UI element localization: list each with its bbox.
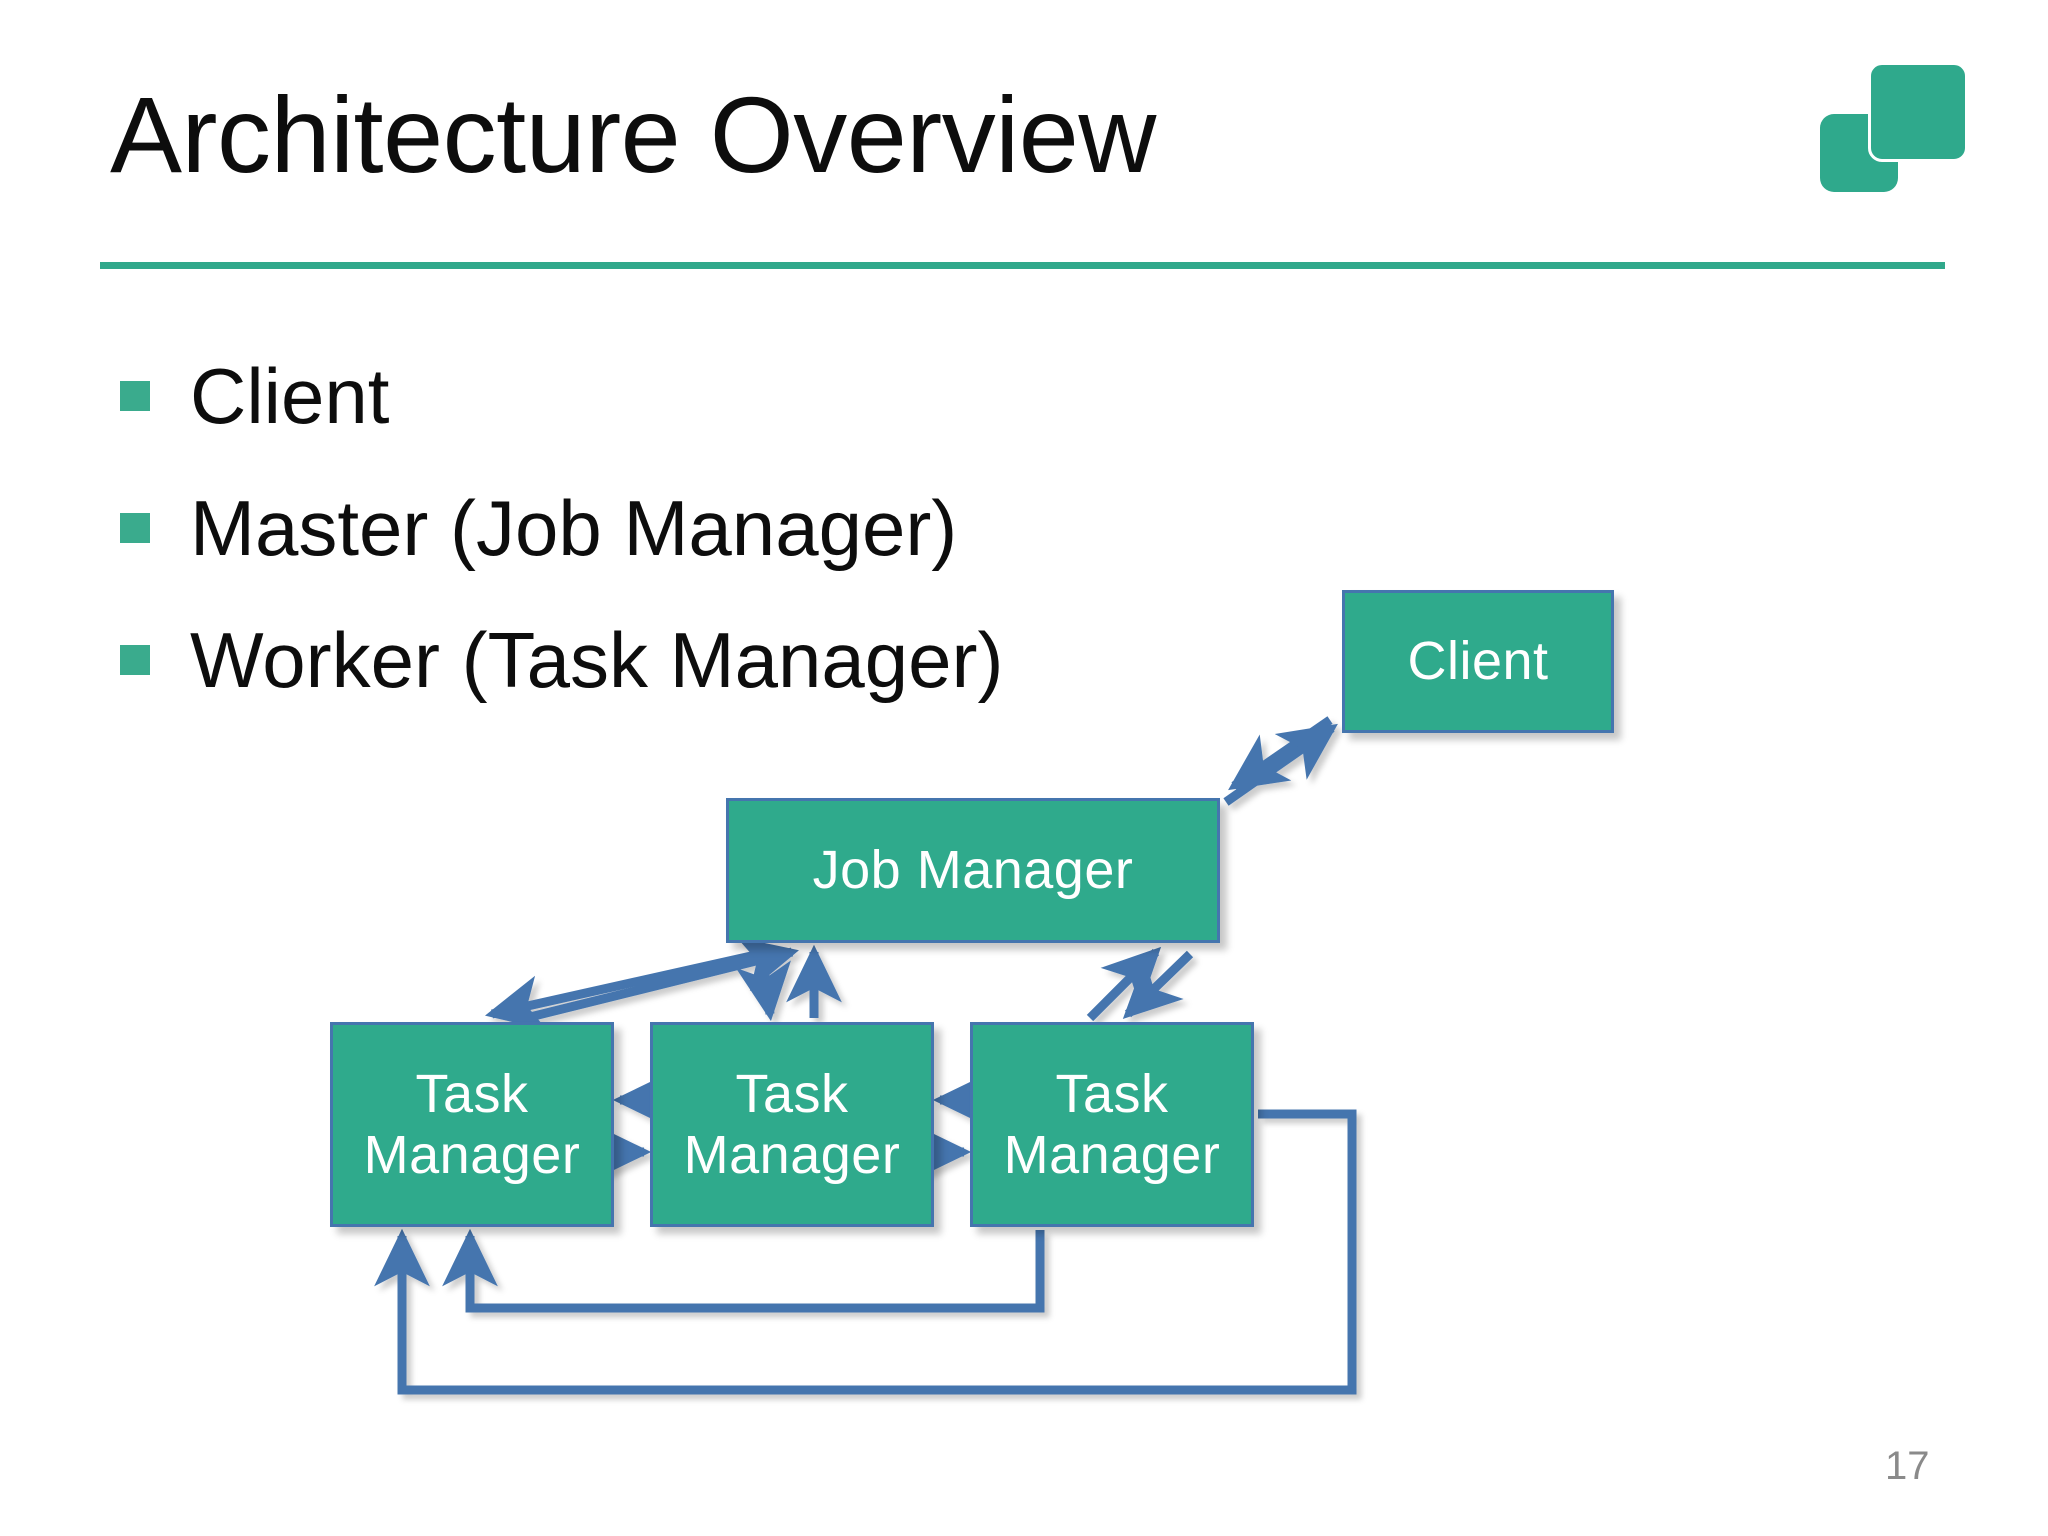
edge-tm2-to-tm1-feedback [442, 1228, 1045, 1313]
two-squares-logo-icon [1820, 62, 1990, 192]
bullet-label-worker: Worker (Task Manager) [190, 616, 1004, 704]
task-manager-line2: Manager [683, 1124, 901, 1185]
task-manager-line1: Task [735, 1064, 849, 1125]
edge-jobmanager-to-client [1223, 723, 1338, 806]
title-divider [100, 262, 1945, 269]
edge-client-to-jobmanager [1228, 716, 1333, 791]
task-manager-line2: Manager [1003, 1124, 1221, 1185]
list-item: Master (Job Manager) [120, 462, 1220, 594]
list-item: Client [120, 330, 1220, 462]
logo-square-front [1868, 62, 1968, 162]
diagram-edges [374, 716, 1357, 1395]
bullet-label-master: Master (Job Manager) [190, 484, 958, 572]
diagram-node-job-manager[interactable]: Job Manager [726, 798, 1220, 943]
task-manager-line1: Task [415, 1064, 529, 1125]
bullet-square-icon [120, 381, 150, 411]
bullet-label-client: Client [190, 352, 390, 440]
task-manager-line1: Task [1055, 1064, 1169, 1125]
edge-jobmanager-to-tm1 [484, 949, 761, 1031]
diagram-node-task-manager-2[interactable]: Task Manager [650, 1022, 934, 1227]
page-title: Architecture Overview [110, 74, 1156, 195]
diagram-node-client[interactable]: Client [1342, 590, 1614, 733]
architecture-diagram: Client Job Manager Task Manager Task Man… [330, 590, 1650, 1420]
edge-tm3-to-jobmanager [1086, 946, 1162, 1022]
task-manager-line2: Manager [363, 1124, 581, 1185]
diagram-node-task-manager-3[interactable]: Task Manager [970, 1022, 1254, 1227]
edge-tm3-to-tm1-feedback [374, 1109, 1357, 1395]
bullet-square-icon [120, 513, 150, 543]
edge-jobmanager-to-tm2 [735, 953, 791, 1022]
edge-jobmanager-to-tm3 [1122, 950, 1194, 1020]
list-item: Worker (Task Manager) [120, 594, 1220, 726]
diagram-node-task-manager-1[interactable]: Task Manager [330, 1022, 614, 1227]
bullet-square-icon [120, 645, 150, 675]
edge-tm1-to-jobmanager [524, 937, 799, 1023]
page-number: 17 [1885, 1444, 1930, 1488]
bullet-list: Client Master (Job Manager) Worker (Task… [120, 330, 1220, 726]
